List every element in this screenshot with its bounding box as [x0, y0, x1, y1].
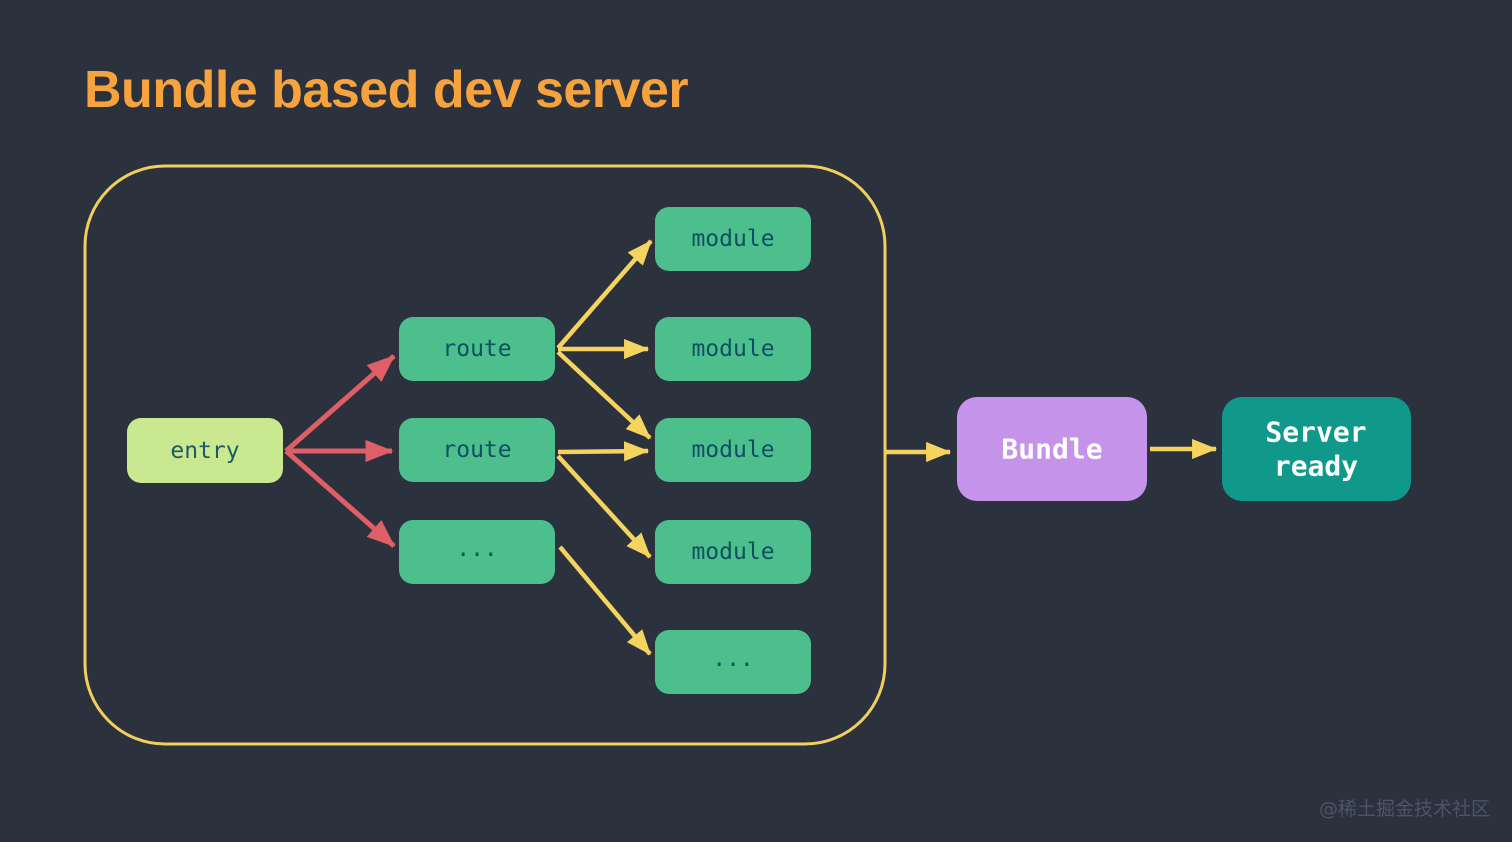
entry-to-route-arrows [284, 354, 396, 548]
server-ready-label-line1: Server [1265, 416, 1366, 449]
module-more-node: ... [655, 630, 811, 694]
bundle-box [957, 397, 1147, 501]
module-more-box [655, 630, 811, 694]
module3-node: module [655, 418, 811, 482]
arrow-route2-module3 [557, 441, 650, 462]
route-more-box [399, 520, 555, 584]
module2-node: module [655, 317, 811, 381]
arrow-route1-module3 [556, 350, 652, 440]
entry-node: entry [127, 418, 283, 483]
module1-box [655, 207, 811, 271]
entry-label: entry [170, 438, 239, 464]
entry-box [127, 418, 283, 483]
module4-node: module [655, 520, 811, 584]
module2-label: module [691, 336, 774, 362]
module1-label: module [691, 226, 774, 252]
module3-box [655, 418, 811, 482]
module-nodes: module module module module ... [655, 207, 811, 694]
route1-box [399, 317, 555, 381]
route-nodes: route route ... [399, 317, 555, 584]
arrow-entry-route1 [284, 354, 396, 453]
route2-label: route [442, 437, 511, 463]
route1-node: route [399, 317, 555, 381]
arrow-route2-module4 [556, 454, 652, 559]
server-ready-label-line2: ready [1274, 450, 1358, 483]
route-more-node: ... [399, 520, 555, 584]
module4-label: module [691, 539, 774, 565]
route-more-label: ... [456, 536, 498, 562]
route1-label: route [442, 336, 511, 362]
server-ready-node: Server ready [1222, 397, 1411, 501]
route2-box [399, 418, 555, 482]
module-more-label: ... [712, 646, 754, 672]
bundle-node: Bundle [957, 397, 1147, 501]
page-title: Bundle based dev server [84, 61, 688, 119]
output-arrows [886, 438, 1218, 463]
route2-node: route [399, 418, 555, 482]
arrow-route-more-module-more [558, 545, 652, 656]
arrow-entry-route-more [284, 449, 396, 548]
route-to-module-arrows [556, 239, 653, 656]
arrow-route1-module1 [556, 239, 653, 350]
dev-server-boundary [83, 164, 887, 746]
module2-box [655, 317, 811, 381]
bundle-label: Bundle [1001, 433, 1102, 466]
server-ready-box [1222, 397, 1411, 501]
module1-node: module [655, 207, 811, 271]
watermark: @稀土掘金技术社区 [1319, 798, 1490, 820]
module3-label: module [691, 437, 774, 463]
module4-box [655, 520, 811, 584]
